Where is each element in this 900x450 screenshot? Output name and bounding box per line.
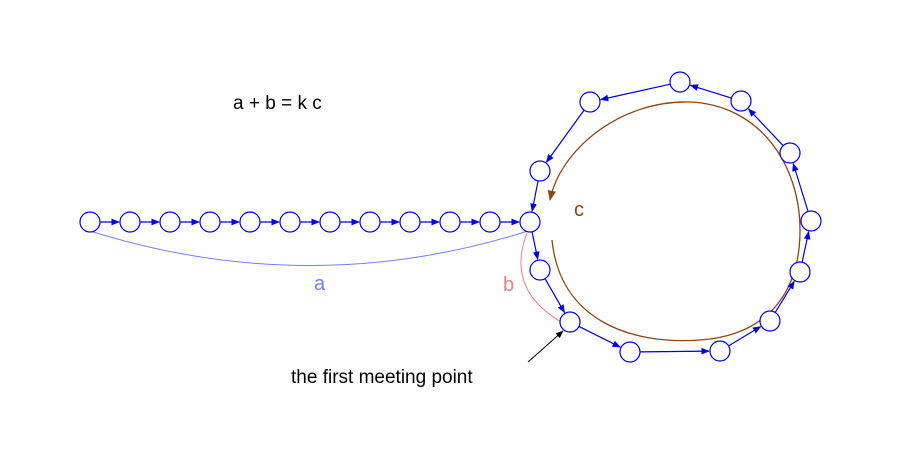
list-node-cycle — [800, 210, 822, 232]
distance-b-curve — [520, 232, 564, 324]
equation-label: a + b = k c — [233, 93, 322, 114]
distance-b-label: b — [503, 274, 514, 296]
distance-a-label: a — [314, 273, 326, 295]
cycle-edge-arrow — [792, 162, 809, 212]
cycle-edge-arrow — [774, 280, 795, 313]
list-node-cycle — [579, 91, 601, 113]
cycle-edge-arrow — [530, 180, 539, 213]
list-node-tail — [279, 211, 301, 233]
list-node-meeting-point — [559, 311, 581, 333]
cycle-edge-arrow — [689, 84, 732, 99]
cycle-edge-arrow — [728, 326, 762, 347]
list-node-cycle — [529, 160, 551, 182]
list-node-tail — [399, 211, 421, 233]
cycle-c-arrow — [547, 101, 801, 342]
cycle-edge-arrow — [545, 109, 585, 163]
list-node-tail — [439, 211, 461, 233]
list-node-cycle — [669, 71, 691, 93]
cycle-edge-arrow — [544, 278, 566, 314]
list-node-tail — [239, 211, 261, 233]
list-node-tail — [199, 211, 221, 233]
list-node-cycle — [709, 340, 731, 362]
list-node-tail — [79, 211, 101, 233]
cycle-edge-arrow — [531, 231, 540, 261]
cycle-edge-arrow — [639, 347, 710, 355]
list-node-cycle-entry — [519, 211, 541, 233]
cycle-edge-arrow — [599, 83, 671, 102]
cycle-edge-arrow — [578, 325, 621, 348]
list-node-tail — [319, 211, 341, 233]
list-node-cycle — [759, 310, 781, 332]
list-node-cycle — [619, 341, 641, 363]
list-node-cycle — [730, 90, 752, 112]
list-node-cycle — [529, 259, 551, 281]
list-node-tail — [359, 211, 381, 233]
cycle-c-label: c — [574, 199, 584, 221]
cycle-edge-arrow — [747, 108, 784, 147]
list-node-cycle — [789, 261, 811, 283]
list-node-tail — [159, 211, 181, 233]
meeting-point-pointer-arrow — [527, 330, 564, 363]
meeting-point-label: the first meeting point — [291, 367, 473, 388]
list-node-tail — [479, 211, 501, 233]
list-node-tail — [119, 211, 141, 233]
cycle-edge-arrow — [801, 230, 811, 263]
list-node-cycle — [779, 142, 801, 164]
distance-a-curve — [89, 230, 529, 266]
